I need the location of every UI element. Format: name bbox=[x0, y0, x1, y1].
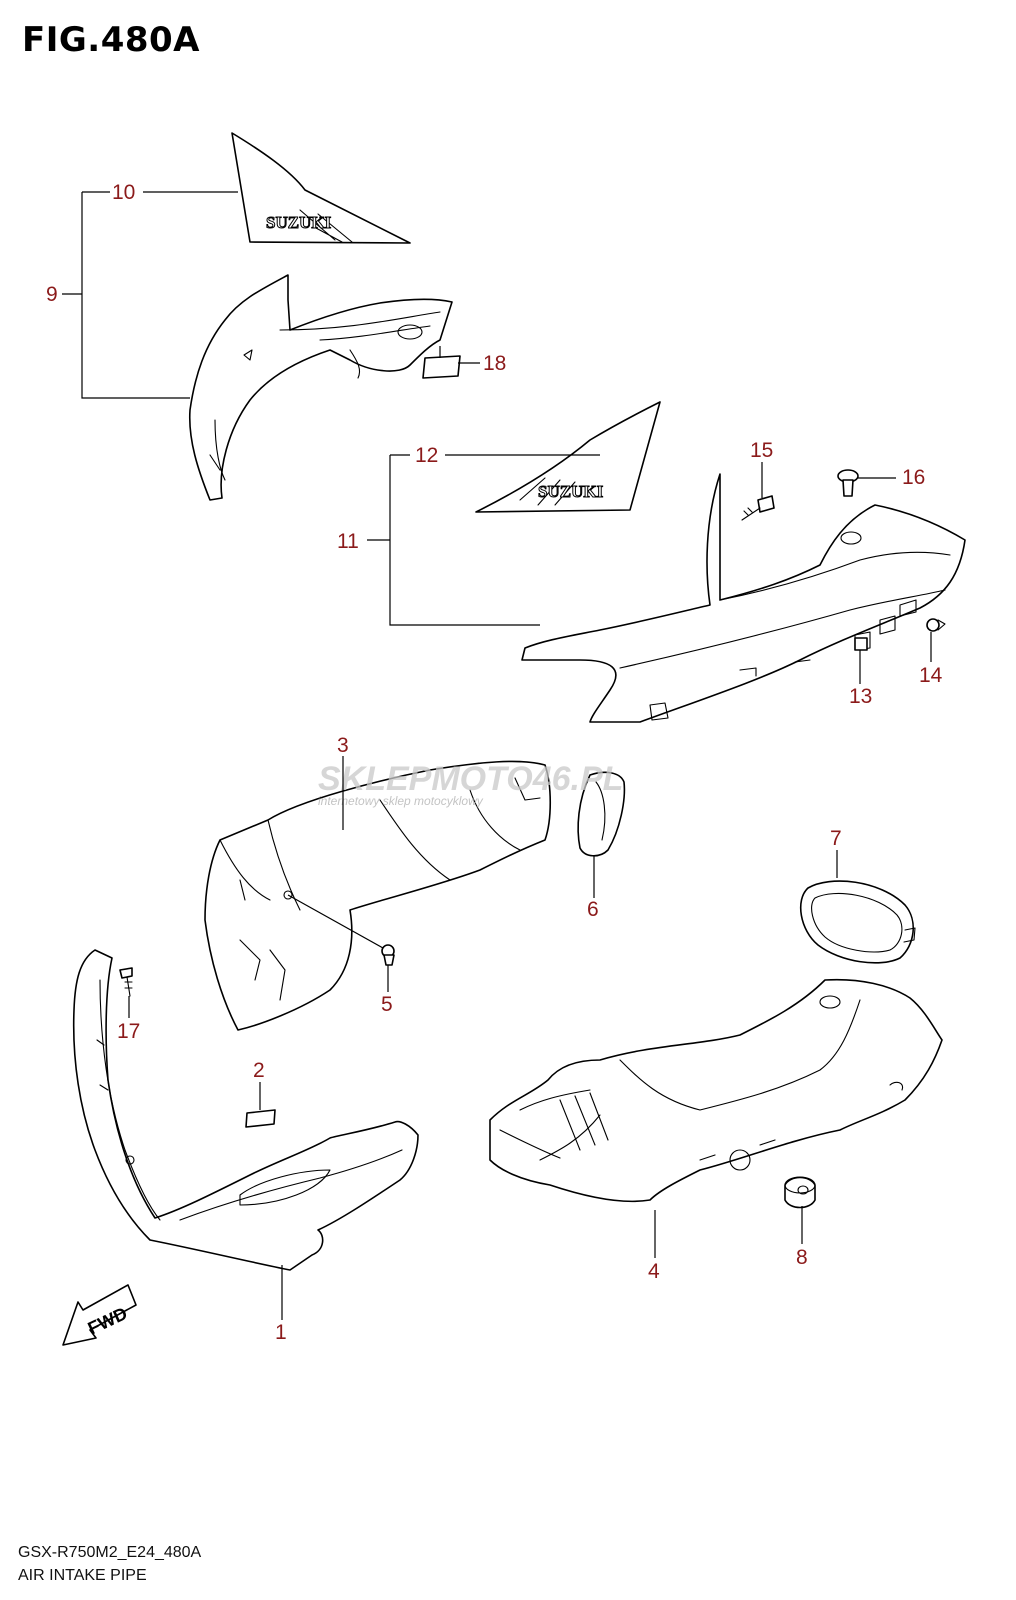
part-18-pad[interactable] bbox=[422, 355, 461, 379]
callout-8[interactable]: 8 bbox=[796, 1246, 808, 1269]
part-16-clip[interactable] bbox=[837, 469, 859, 497]
callout-16[interactable]: 16 bbox=[902, 466, 925, 489]
watermark-sub: internetowy sklep motocyklowy bbox=[318, 794, 484, 808]
watermark-main: SKLEPMOTO46.PL bbox=[318, 760, 623, 798]
part-1-front-cover[interactable] bbox=[72, 949, 419, 1271]
callout-9[interactable]: 9 bbox=[46, 283, 58, 306]
callout-7[interactable]: 7 bbox=[830, 827, 842, 850]
part-3-air-duct[interactable] bbox=[204, 760, 551, 1031]
fwd-arrow-icon: FWD bbox=[62, 1284, 137, 1346]
part-5-clip[interactable] bbox=[381, 944, 395, 966]
model-code: GSX-R750M2_E24_480A bbox=[18, 1544, 202, 1561]
callout-18[interactable]: 18 bbox=[483, 352, 506, 375]
callout-12[interactable]: 12 bbox=[415, 444, 438, 467]
decal-10-text: SUZUKI bbox=[266, 213, 332, 232]
part-7-gasket[interactable] bbox=[800, 880, 916, 964]
decal-12-text: SUZUKI bbox=[538, 482, 604, 501]
callout-14[interactable]: 14 bbox=[919, 664, 943, 687]
watermark: SKLEPMOTO46.PL internetowy sklep motocyk… bbox=[318, 760, 623, 808]
callout-17[interactable]: 17 bbox=[117, 1020, 140, 1043]
callout-11[interactable]: 11 bbox=[337, 530, 359, 553]
callout-1[interactable]: 1 bbox=[275, 1321, 287, 1344]
part-11-side-cover[interactable] bbox=[521, 473, 966, 723]
callout-3[interactable]: 3 bbox=[337, 734, 349, 757]
callouts: 10 9 18 12 11 15 16 14 13 3 6 5 7 17 2 1… bbox=[46, 181, 943, 1344]
callout-4[interactable]: 4 bbox=[648, 1260, 660, 1283]
part-15-screw[interactable] bbox=[741, 495, 775, 521]
callout-15[interactable]: 15 bbox=[750, 439, 773, 462]
part-12-decal-right[interactable]: SUZUKI bbox=[475, 401, 661, 513]
figure-title: FIG.480A bbox=[22, 20, 200, 60]
part-13-clip[interactable] bbox=[854, 637, 868, 651]
figure-caption: AIR INTAKE PIPE bbox=[18, 1567, 147, 1584]
part-4-lower-duct[interactable] bbox=[489, 978, 943, 1203]
callout-5[interactable]: 5 bbox=[381, 993, 393, 1016]
leader-lines bbox=[62, 191, 932, 1320]
part-2-pad[interactable] bbox=[245, 1109, 276, 1128]
part-17-screw[interactable] bbox=[119, 967, 133, 997]
part-14-grommet[interactable] bbox=[926, 618, 946, 632]
part-6-seal[interactable] bbox=[577, 771, 626, 857]
callout-13[interactable]: 13 bbox=[849, 685, 872, 708]
callout-6[interactable]: 6 bbox=[587, 898, 599, 921]
part-9-upper-cover[interactable] bbox=[188, 274, 453, 501]
callout-10[interactable]: 10 bbox=[112, 181, 135, 204]
callout-2[interactable]: 2 bbox=[253, 1059, 265, 1082]
part-8-grommet[interactable] bbox=[784, 1176, 816, 1209]
part-10-decal-left[interactable]: SUZUKI bbox=[231, 132, 411, 244]
